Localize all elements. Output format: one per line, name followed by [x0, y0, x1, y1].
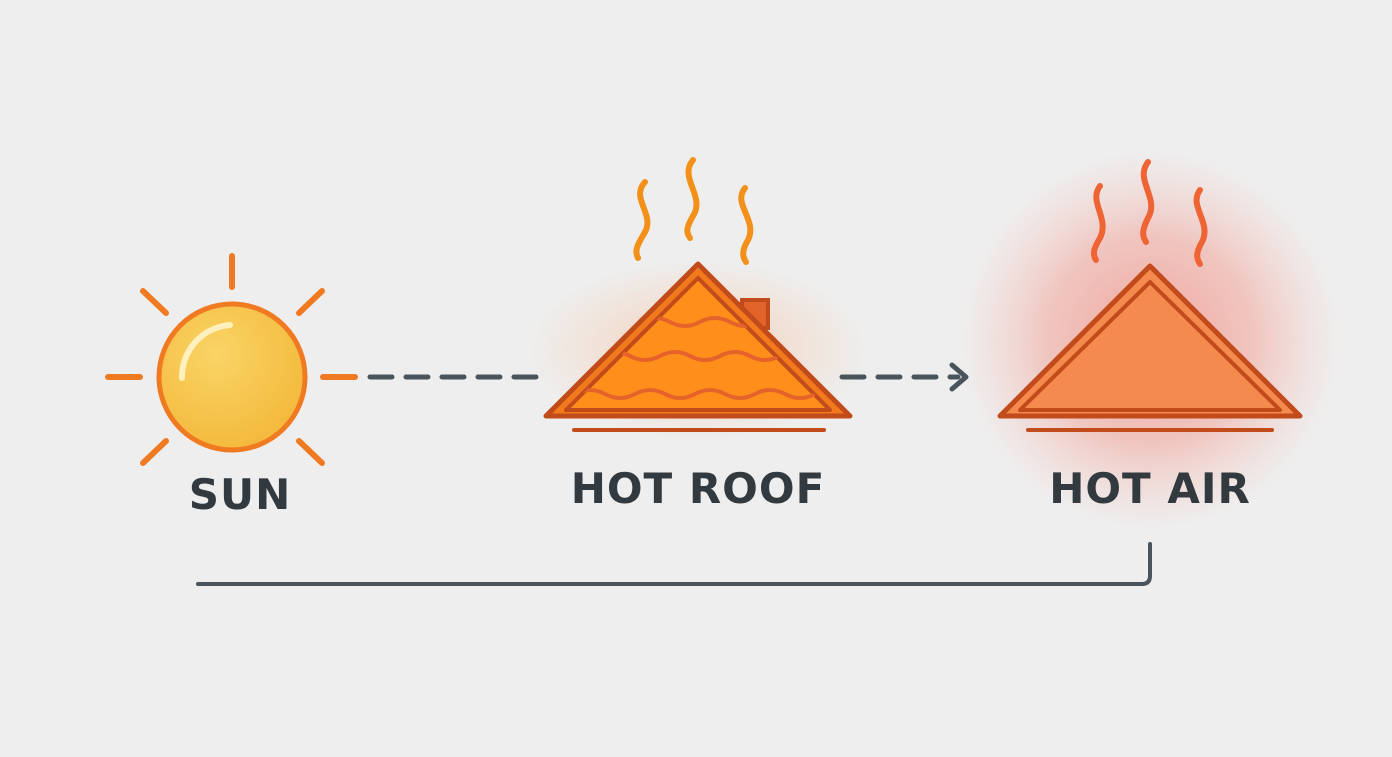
sun-rays — [105, 253, 358, 466]
hot-roof-label: HOT ROOF — [570, 464, 826, 513]
hot-air-roof-icon — [960, 150, 1340, 530]
air-to-sun-return-line — [196, 542, 1152, 586]
hot-air-label: HOT AIR — [1049, 464, 1251, 513]
roof-shingles — [573, 316, 830, 400]
roof-icon — [528, 157, 868, 440]
sun-label: SUN — [188, 470, 292, 519]
roof-heat-waves-icon — [633, 157, 754, 265]
sun-icon — [105, 253, 358, 466]
air-heat-waves-icon — [1090, 159, 1208, 267]
